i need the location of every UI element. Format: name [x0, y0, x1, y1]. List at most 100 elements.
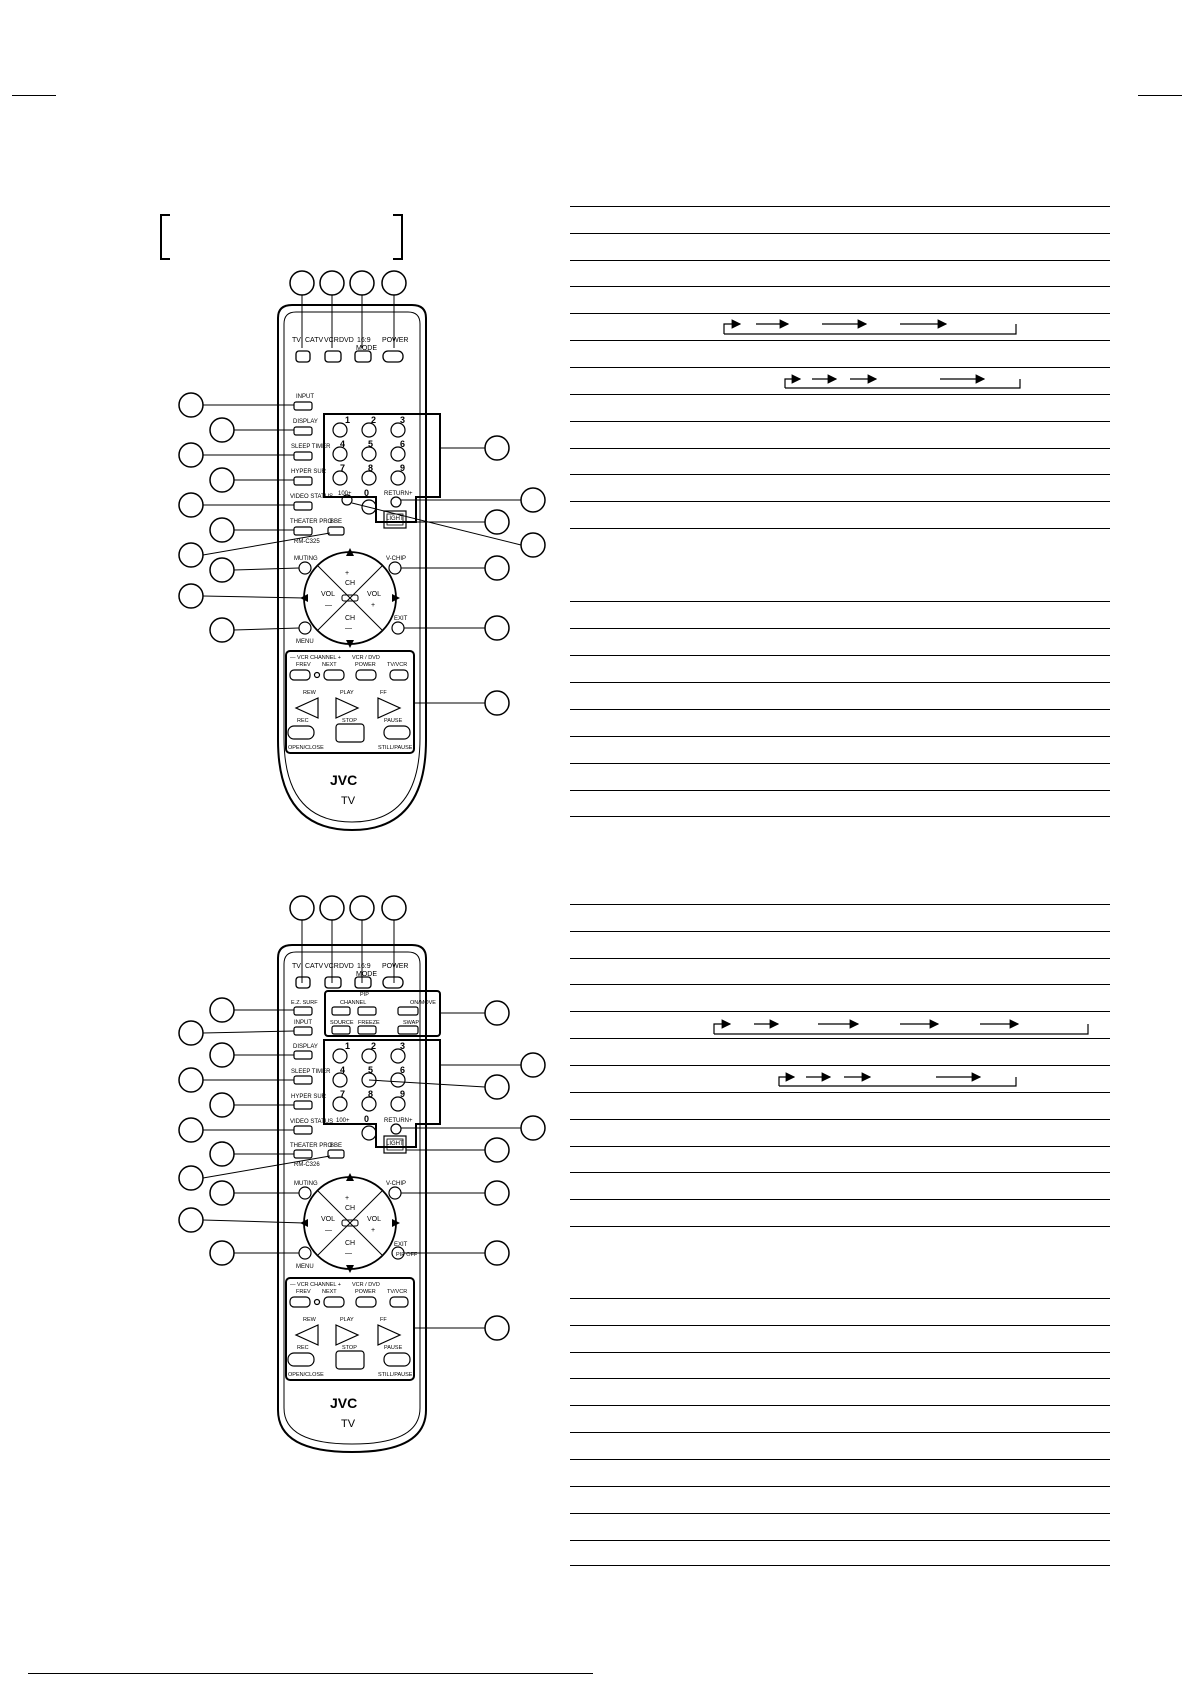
label-next: NEXT: [322, 662, 337, 668]
svg-text:FREV: FREV: [296, 1289, 311, 1295]
table-row: [570, 206, 1110, 207]
svg-text:MODE: MODE: [356, 971, 377, 978]
label-ch-down: CH: [345, 615, 355, 622]
table-row: [570, 1513, 1110, 1514]
table-row: [570, 1540, 1110, 1541]
table-row: [570, 1298, 1110, 1299]
label-menu: MENU: [296, 639, 314, 645]
label-return: RETURN+: [384, 491, 413, 497]
svg-text:CATV: CATV: [305, 963, 323, 970]
label-vcr-dvd: VCR / DVD: [352, 655, 380, 661]
table-row: [570, 260, 1110, 261]
svg-text:3: 3: [400, 1041, 405, 1051]
svg-text:2: 2: [371, 1041, 376, 1051]
svg-text:STOP: STOP: [342, 1345, 357, 1351]
table-row: [570, 448, 1110, 449]
key-7: 7: [340, 463, 345, 473]
table-row: [570, 736, 1110, 737]
label-mode: MODE: [356, 345, 377, 352]
svg-text:DVD: DVD: [339, 963, 354, 970]
table-row: [570, 709, 1110, 710]
svg-text:VOL: VOL: [321, 1216, 335, 1223]
svg-text:— VCR CHANNEL +: — VCR CHANNEL +: [290, 1282, 341, 1288]
table-row: [570, 816, 1110, 817]
svg-text:100+: 100+: [336, 1118, 350, 1124]
jvc-logo-2: JVC: [330, 1395, 357, 1411]
label-ff: FF: [380, 690, 387, 696]
svg-text:LIGHT: LIGHT: [386, 1141, 404, 1147]
table-row: [570, 233, 1110, 234]
svg-text:DISPLAY: DISPLAY: [293, 1044, 318, 1050]
key-8: 8: [368, 463, 373, 473]
label-exit: EXIT: [394, 616, 408, 622]
svg-text:+: +: [345, 1195, 349, 1202]
svg-text:4: 4: [340, 1065, 345, 1075]
table-row: [570, 1486, 1110, 1487]
label-rec: REC: [297, 718, 309, 724]
svg-text:+: +: [345, 570, 349, 577]
svg-text:FF: FF: [380, 1317, 387, 1323]
svg-text:+: +: [371, 1227, 375, 1234]
table-row: [570, 904, 1110, 905]
table-row: [570, 682, 1110, 683]
table-row: [570, 1378, 1110, 1379]
key-3: 3: [400, 415, 405, 425]
table-row: [570, 1226, 1110, 1227]
label-sleep-timer: SLEEP TIMER: [291, 444, 331, 450]
svg-text:BBE: BBE: [330, 1143, 342, 1149]
svg-text:5: 5: [368, 1065, 373, 1075]
key-4: 4: [340, 439, 345, 449]
label-rew: REW: [303, 690, 317, 696]
table-row: [570, 528, 1110, 529]
svg-text:RM-C326: RM-C326: [294, 1162, 320, 1168]
label-video-status: VIDEO STATUS: [290, 494, 333, 500]
svg-text:CH: CH: [345, 1240, 355, 1247]
footer-rule: [28, 1673, 593, 1674]
table-row: [570, 1172, 1110, 1173]
svg-text:REW: REW: [303, 1317, 317, 1323]
table-row: [570, 421, 1110, 422]
svg-text:PLAY: PLAY: [340, 1317, 354, 1323]
svg-text:TV/VCR: TV/VCR: [387, 1289, 407, 1295]
svg-text:0: 0: [364, 1114, 369, 1124]
table-row: [570, 931, 1110, 932]
title-bracket-right: [393, 214, 403, 260]
table-row: [570, 628, 1110, 629]
svg-text:TV: TV: [292, 963, 301, 970]
description-table-2: [570, 904, 1110, 1566]
label-input: INPUT: [296, 394, 314, 400]
table-row: [570, 1199, 1110, 1200]
table-row: [570, 367, 1110, 368]
title-bracket-left: [160, 214, 170, 260]
label-power: POWER: [382, 337, 408, 344]
tv-tag-1: TV: [341, 795, 356, 807]
table-row: [570, 958, 1110, 959]
svg-text:STILL/PAUSE: STILL/PAUSE: [378, 1372, 413, 1378]
label-pip-channel: CHANNEL: [340, 1000, 366, 1006]
label-100plus: 100+: [338, 491, 352, 497]
table-row: [570, 340, 1110, 341]
label-swap: SWAP: [403, 1020, 419, 1026]
description-table-1: [570, 206, 1110, 817]
label-dvd: DVD: [339, 337, 354, 344]
key-6: 6: [400, 439, 405, 449]
label-vcr-channel: — VCR CHANNEL +: [290, 655, 341, 661]
table-row: [570, 1352, 1110, 1353]
svg-text:POWER: POWER: [355, 1289, 376, 1295]
table-row: [570, 790, 1110, 791]
label-pause: PAUSE: [384, 718, 403, 724]
label-light: LIGHT: [386, 516, 404, 522]
svg-text:VOL: VOL: [367, 1216, 381, 1223]
svg-text:THEATER PRO: THEATER PRO: [290, 1143, 333, 1149]
svg-text:+: +: [371, 602, 375, 609]
svg-text:16:9: 16:9: [357, 963, 371, 970]
table-row: [570, 1146, 1110, 1147]
svg-text:VIDEO STATUS: VIDEO STATUS: [290, 1119, 333, 1125]
tv-tag-2: TV: [341, 1418, 356, 1430]
label-play: PLAY: [340, 690, 354, 696]
label-still-pause: STILL/PAUSE: [378, 745, 413, 751]
svg-text:HYPER SUR: HYPER SUR: [291, 1094, 327, 1100]
